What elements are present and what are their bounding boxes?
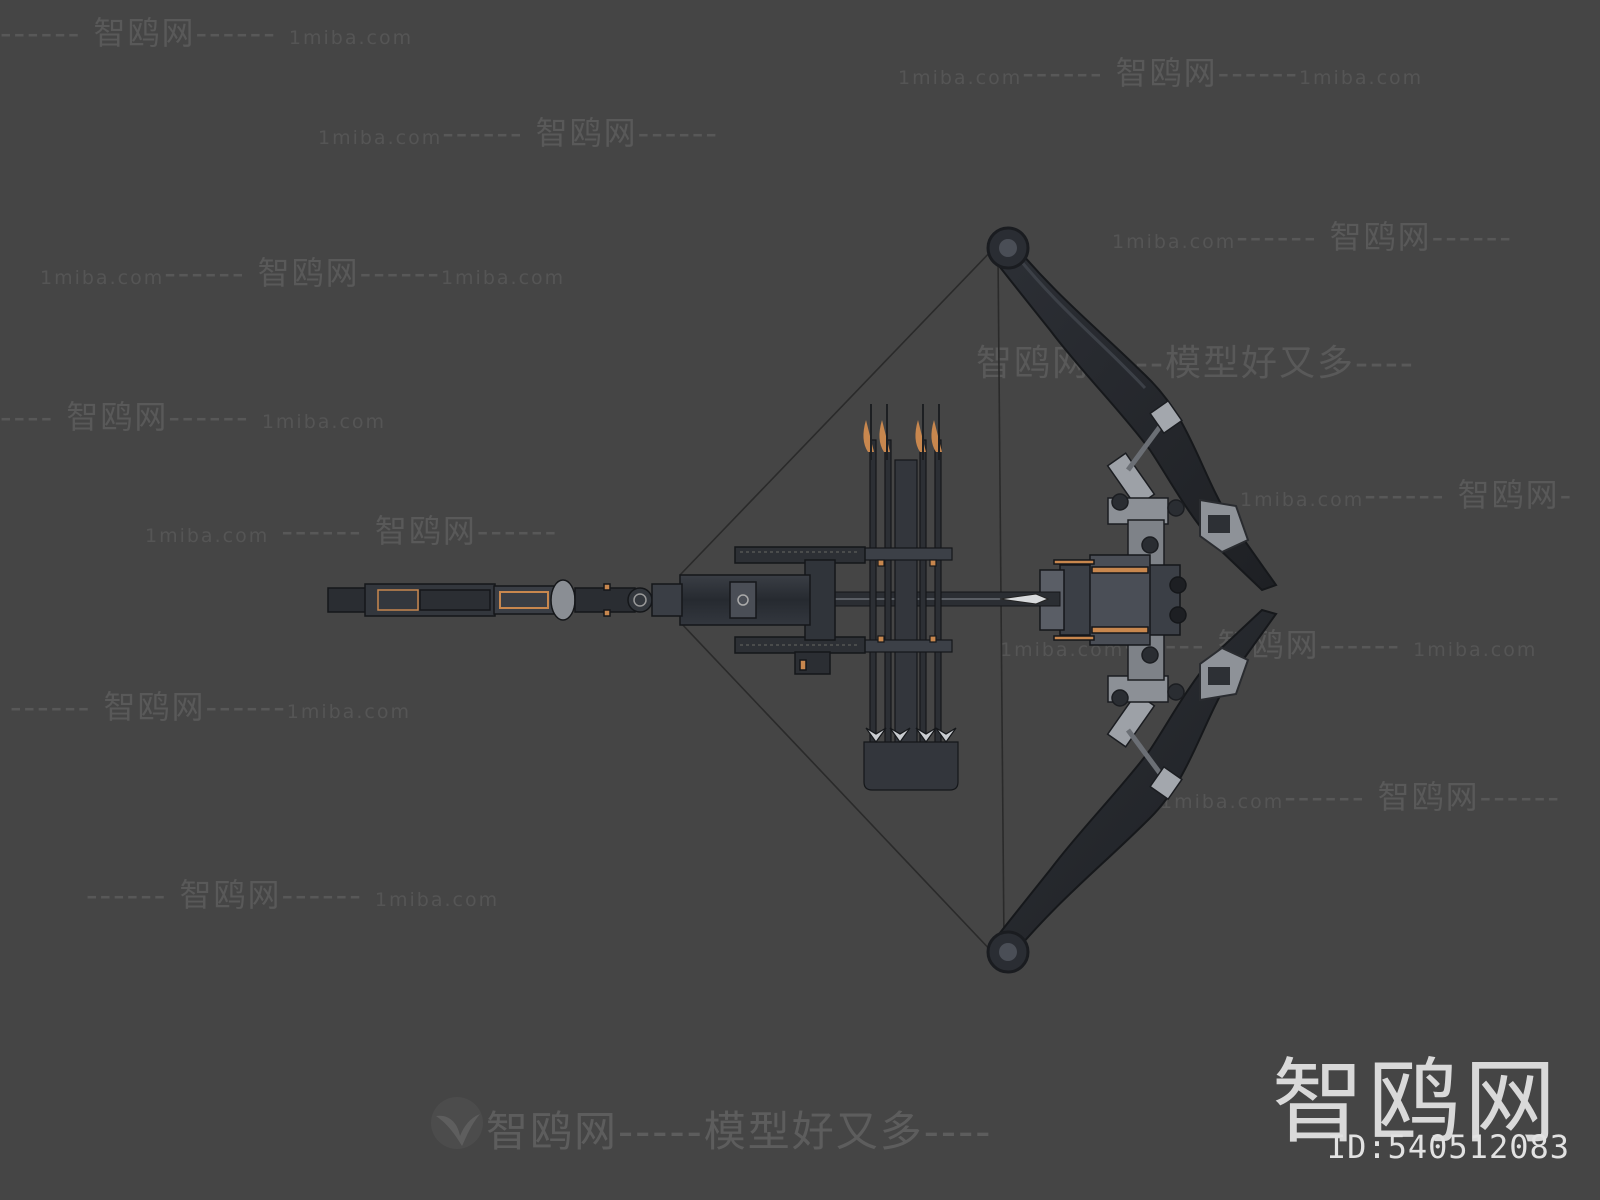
watermark-row-4: 1miba.com------ 智鸥网------ xyxy=(1112,218,1513,256)
arrow-fletchings xyxy=(863,404,942,460)
upper-limb xyxy=(986,226,1278,592)
bird-logo-icon xyxy=(431,1097,483,1149)
receiver xyxy=(679,546,866,675)
lower-limb xyxy=(986,608,1278,974)
watermark-row-5: 1miba.com------ 智鸥网------1miba.com xyxy=(40,254,566,292)
riser xyxy=(1039,554,1187,646)
limb-linkage-upper xyxy=(1106,399,1185,571)
watermark-row-6: 智鸥网-----模型好又多---- xyxy=(976,343,1415,384)
watermark-row-2: 1miba.com------ 智鸥网------1miba.com xyxy=(898,54,1424,92)
watermark-row-8: 1miba.com------ 智鸥网- xyxy=(1240,476,1574,514)
watermark-row-13: ------ 智鸥网------ 1miba.com xyxy=(86,876,500,914)
brand-logo-text: 智鸥网 xyxy=(1271,1049,1560,1156)
watermark-row-3: 1miba.com------ 智鸥网------ xyxy=(318,114,719,152)
watermark-row-12: 1miba.com------ 智鸥网------ xyxy=(1160,778,1561,816)
stock xyxy=(327,579,683,621)
watermark-row-7: ---- 智鸥网------ 1miba.com xyxy=(0,398,387,436)
watermark-row-11: ------ 智鸥网------1miba.com xyxy=(10,688,411,726)
watermark-row-1: ------ 智鸥网------ 1miba.com xyxy=(0,14,414,52)
limb-linkage-lower xyxy=(1106,629,1185,801)
bottom-watermark-slogan: 智鸥网-----模型好又多---- xyxy=(486,1107,993,1156)
bolt-broadhead xyxy=(999,593,1050,605)
model-id-label: ID:540512083 xyxy=(1326,1128,1570,1166)
watermark-row-9: 1miba.com ------ 智鸥网------ xyxy=(145,512,559,550)
quiver xyxy=(861,439,959,791)
